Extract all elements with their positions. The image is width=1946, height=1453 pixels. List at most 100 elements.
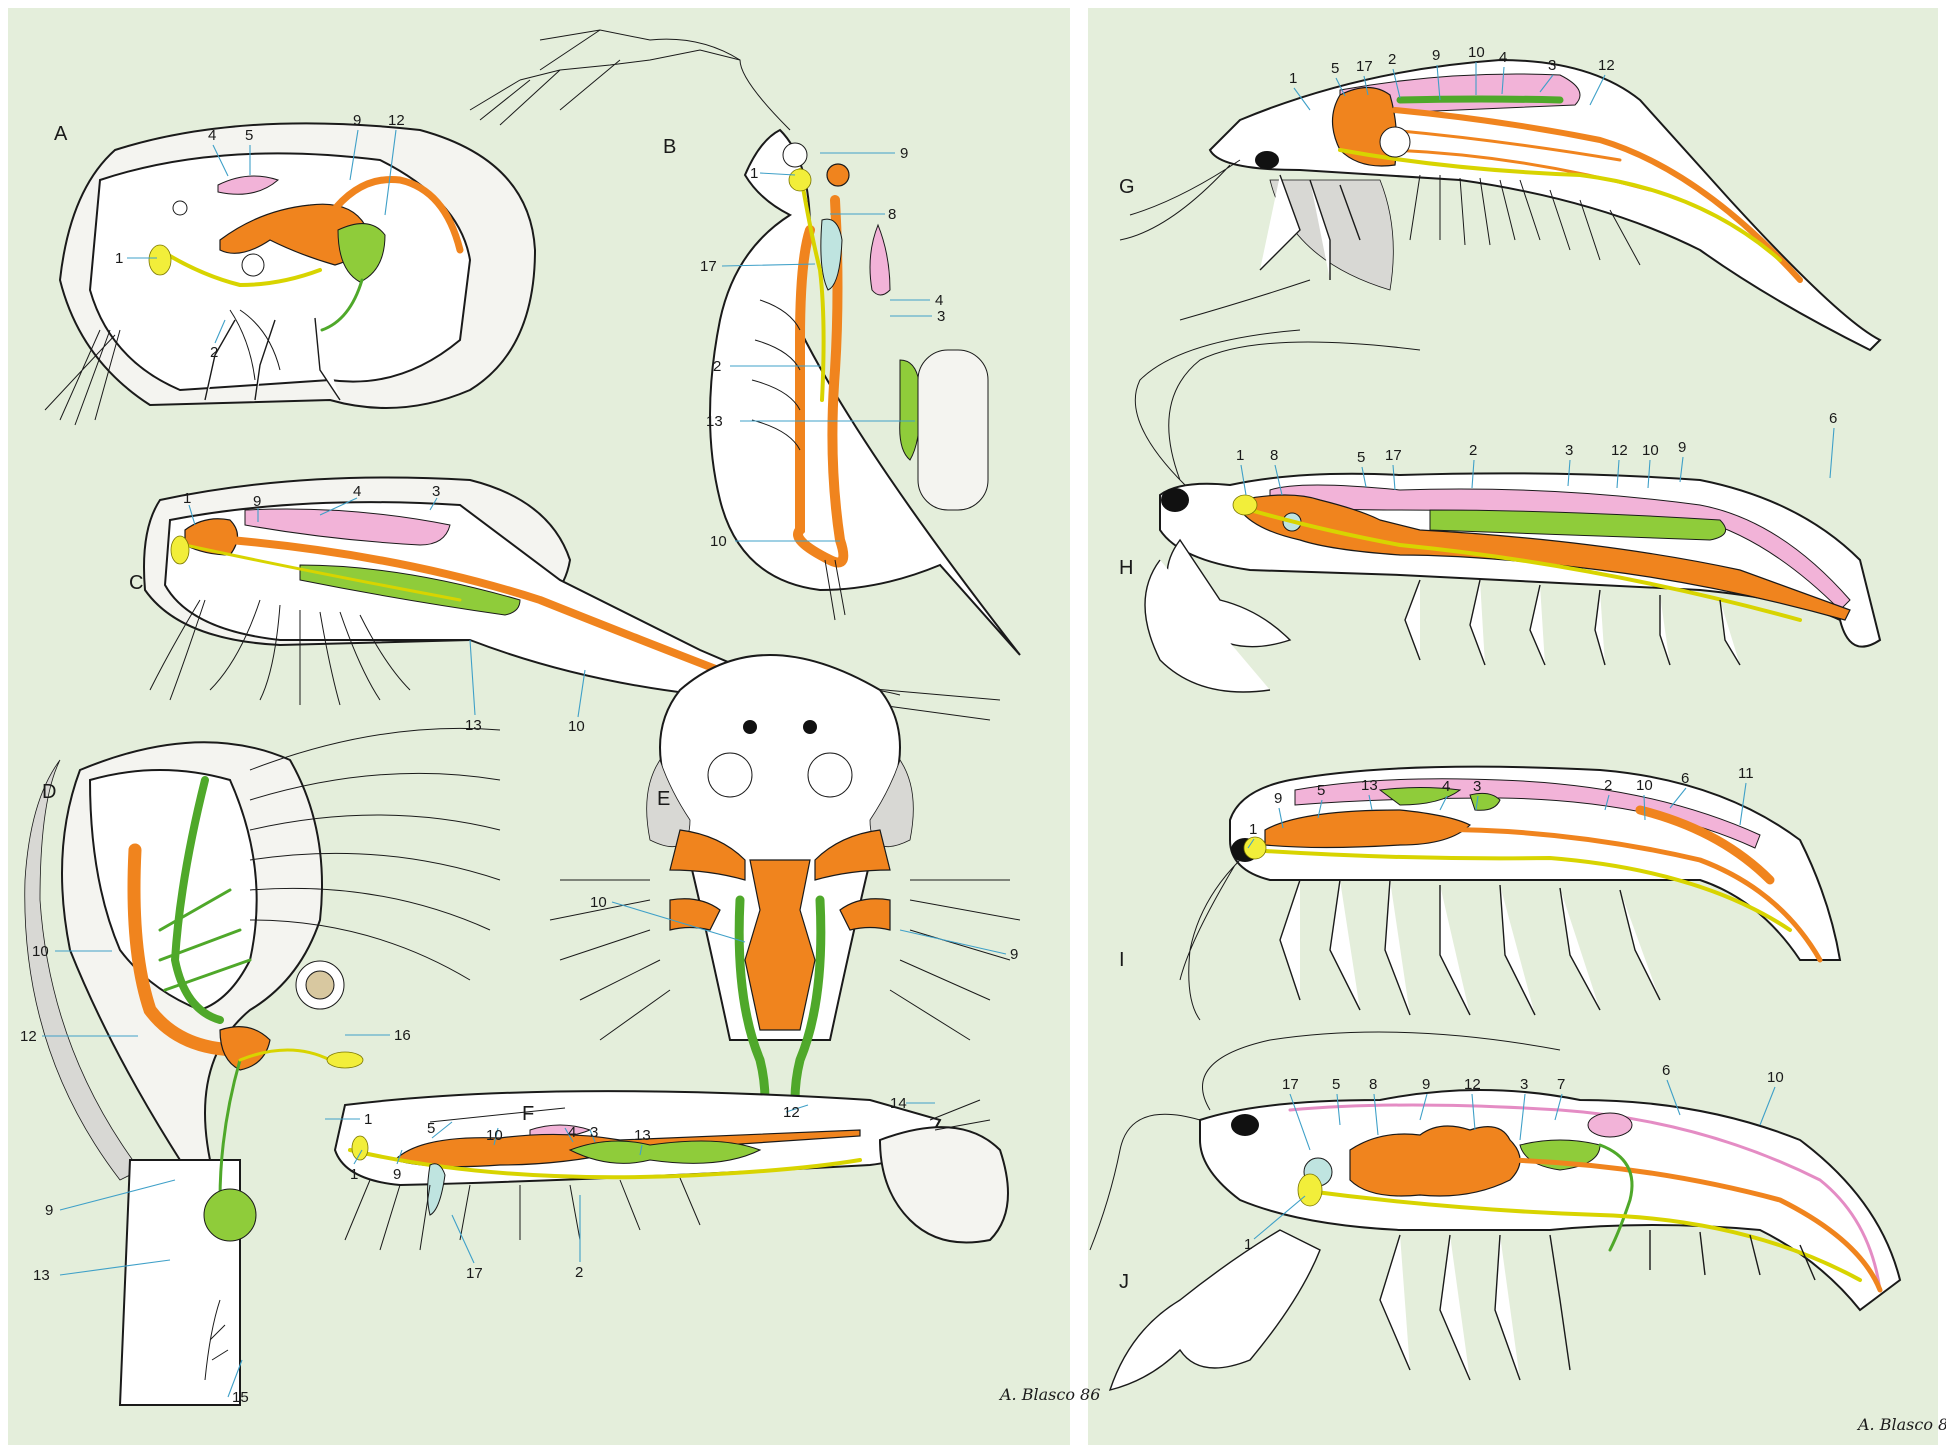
label-b-9: 9 <box>900 145 908 162</box>
label-f-13: 13 <box>634 1127 651 1144</box>
label-j-5: 5 <box>1332 1076 1340 1093</box>
figure-letter-b: B <box>663 136 676 158</box>
label-f-17: 17 <box>466 1265 483 1282</box>
figure-f-mystacocarid <box>333 1090 1009 1251</box>
label-b-3: 3 <box>937 308 945 325</box>
label-c-9: 9 <box>253 493 261 510</box>
label-g-5: 5 <box>1331 60 1339 77</box>
label-j-1: 1 <box>1244 1236 1252 1253</box>
figure-letter-h: H <box>1119 557 1133 579</box>
label-e-9: 9 <box>1010 946 1018 963</box>
label-g-3: 3 <box>1548 57 1556 74</box>
artist-signature-left: A. Blasco 86 <box>998 1385 1100 1404</box>
label-a-5: 5 <box>245 127 253 144</box>
label-a-4: 4 <box>208 127 216 144</box>
figure-letter-j: J <box>1119 1271 1129 1293</box>
label-a-1: 1 <box>115 250 123 267</box>
figure-g-mysid <box>1119 58 1882 352</box>
label-b-1: 1 <box>750 165 758 182</box>
label-h-17: 17 <box>1385 447 1402 464</box>
label-j-9: 9 <box>1422 1076 1430 1093</box>
label-f-10: 10 <box>486 1127 503 1144</box>
figure-letter-e: E <box>657 788 670 810</box>
figure-letter-f: F <box>522 1103 534 1125</box>
label-i-4: 4 <box>1442 778 1450 795</box>
label-j-3: 3 <box>1520 1076 1528 1093</box>
figure-letter-c: C <box>129 572 143 594</box>
label-h-9: 9 <box>1678 439 1686 456</box>
label-f-5: 5 <box>427 1120 435 1137</box>
label-g-1: 1 <box>1289 70 1297 87</box>
label-b-17: 17 <box>700 258 717 275</box>
label-g-9: 9 <box>1432 47 1440 64</box>
label-f-4: 4 <box>568 1124 576 1141</box>
label-h-10: 10 <box>1642 442 1659 459</box>
label-j-6: 6 <box>1662 1062 1670 1079</box>
label-d-10: 10 <box>32 943 49 960</box>
figure-a-ostracod <box>44 122 537 426</box>
label-h-5: 5 <box>1357 449 1365 466</box>
label-h-12: 12 <box>1611 442 1628 459</box>
label-d-16: 16 <box>394 1027 411 1044</box>
label-c-10: 10 <box>568 718 585 735</box>
label-h-8: 8 <box>1270 447 1278 464</box>
label-c-4: 4 <box>353 483 361 500</box>
label-i-6: 6 <box>1681 770 1689 787</box>
figure-e-nauplius <box>549 654 1021 1145</box>
figure-letter-d: D <box>42 781 56 803</box>
label-i-3: 3 <box>1473 778 1481 795</box>
label-i-5: 5 <box>1317 782 1325 799</box>
label-d-13: 13 <box>33 1267 50 1284</box>
label-b-10: 10 <box>710 533 727 550</box>
label-f-3: 3 <box>590 1124 598 1141</box>
label-i-2: 2 <box>1604 777 1612 794</box>
label-g-17: 17 <box>1356 58 1373 75</box>
label-g-10: 10 <box>1468 44 1485 61</box>
figure-b-cladoceran <box>469 29 1021 656</box>
artist-signature-right: A. Blasco 86 <box>1856 1415 1946 1434</box>
figure-h-amphipod <box>1134 329 1882 693</box>
label-e-14: 14 <box>890 1095 907 1112</box>
label-d-1: 1 <box>364 1111 372 1128</box>
label-h-6: 6 <box>1829 410 1837 427</box>
label-i-9: 9 <box>1274 790 1282 807</box>
label-b-2: 2 <box>713 358 721 375</box>
label-d-12: 12 <box>20 1028 37 1045</box>
label-i-11: 11 <box>1738 765 1754 782</box>
figure-j-decapod <box>1089 1031 1902 1391</box>
label-j-12: 12 <box>1464 1076 1481 1093</box>
label-h-3: 3 <box>1565 442 1573 459</box>
label-f-1: 1 <box>350 1166 358 1183</box>
label-c-13: 13 <box>465 717 482 734</box>
label-b-8: 8 <box>888 206 896 223</box>
label-d-15: 15 <box>232 1389 249 1406</box>
label-j-10: 10 <box>1767 1069 1784 1086</box>
label-j-7: 7 <box>1557 1076 1565 1093</box>
label-h-2: 2 <box>1469 442 1477 459</box>
leader-lines <box>42 62 1835 1398</box>
label-i-10: 10 <box>1636 777 1653 794</box>
figure-i-isopod <box>1179 765 1842 1021</box>
label-d-9: 9 <box>45 1202 53 1219</box>
figure-d-barnacle <box>24 727 501 1406</box>
label-c-1: 1 <box>183 490 191 507</box>
label-f-9: 9 <box>393 1166 401 1183</box>
label-e-12: 12 <box>783 1104 800 1121</box>
label-i-13: 13 <box>1361 777 1378 794</box>
label-i-1: 1 <box>1249 821 1257 838</box>
label-e-10: 10 <box>590 894 607 911</box>
label-j-8: 8 <box>1369 1076 1377 1093</box>
figure-letter-i: I <box>1119 949 1125 971</box>
label-a-9: 9 <box>353 112 361 129</box>
label-g-2: 2 <box>1388 51 1396 68</box>
label-f-2: 2 <box>575 1264 583 1281</box>
figure-letter-a: A <box>54 123 68 145</box>
label-g-12: 12 <box>1598 57 1615 74</box>
figure-c-branchiopod <box>143 476 1001 721</box>
label-h-1: 1 <box>1236 447 1244 464</box>
label-b-4: 4 <box>935 292 943 309</box>
label-c-3: 3 <box>432 483 440 500</box>
label-g-4: 4 <box>1499 49 1507 66</box>
figure-letter-g: G <box>1119 176 1135 198</box>
